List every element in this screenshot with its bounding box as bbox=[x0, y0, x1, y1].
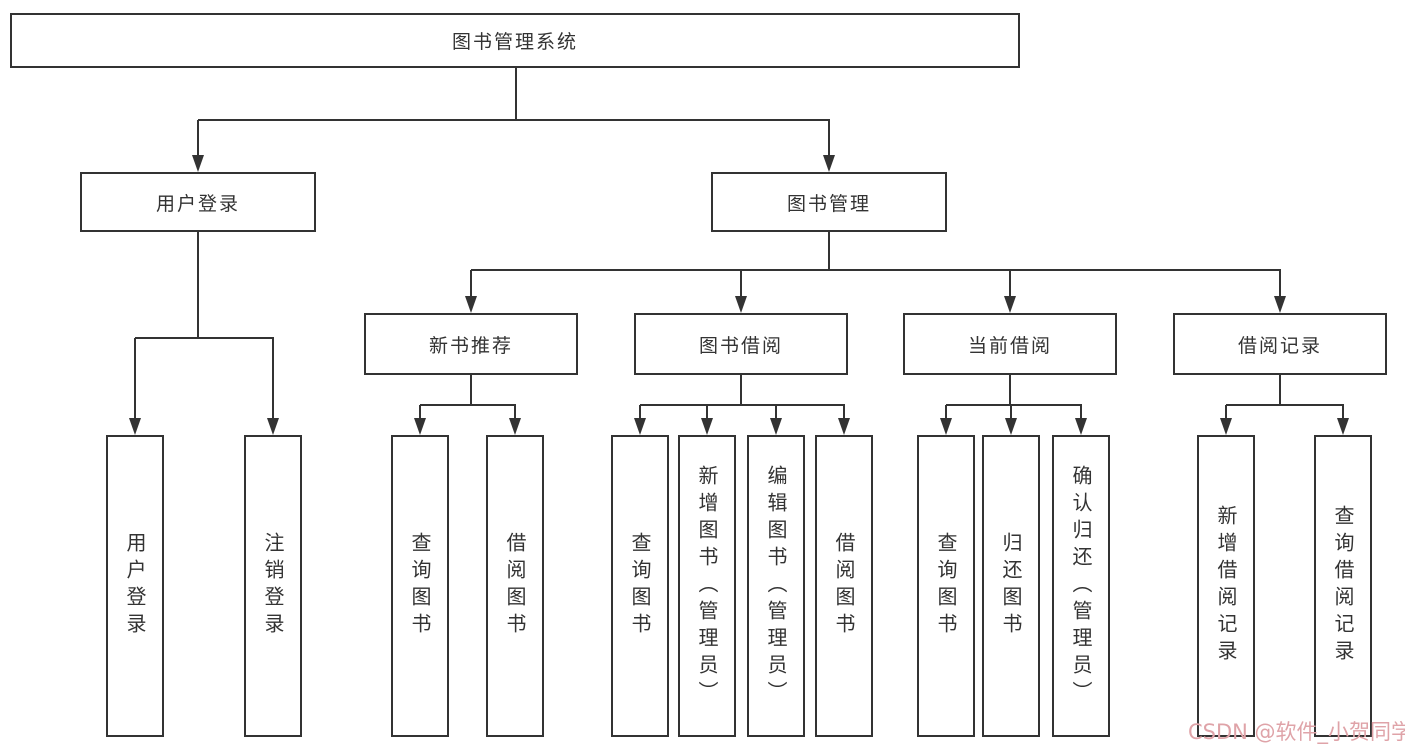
leaf-add-books-admin: 新增图书（管理员） bbox=[678, 435, 736, 737]
node-label: 用户登录 bbox=[155, 192, 240, 215]
leaf-borrow-books-borrowing: 借阅图书 bbox=[815, 435, 873, 737]
node-borrowing-records: 借阅记录 bbox=[1173, 313, 1387, 375]
node-new-book-recommendation: 新书推荐 bbox=[364, 313, 578, 375]
node-book-borrowing: 图书借阅 bbox=[634, 313, 848, 375]
node-label: 借阅图书 bbox=[503, 532, 527, 640]
node-label: 图书借阅 bbox=[698, 334, 783, 357]
leaf-query-books-recommend: 查询图书 bbox=[391, 435, 449, 737]
node-current-borrowing: 当前借阅 bbox=[903, 313, 1117, 375]
node-label: 归还图书 bbox=[999, 532, 1023, 640]
node-label: 编辑图书（管理员） bbox=[764, 464, 788, 708]
node-label: 注销登录 bbox=[261, 532, 285, 640]
csdn-watermark: CSDN @软件_小贺同学 bbox=[1188, 720, 1405, 744]
connector-paths bbox=[134, 68, 1344, 419]
node-label: 查询图书 bbox=[628, 532, 652, 640]
node-label: 查询图书 bbox=[934, 532, 958, 640]
leaf-edit-books-admin: 编辑图书（管理员） bbox=[747, 435, 805, 737]
node-label: 当前借阅 bbox=[967, 334, 1052, 357]
node-label: 新书推荐 bbox=[428, 334, 513, 357]
node-label: 查询借阅记录 bbox=[1331, 505, 1355, 667]
leaf-confirm-return-admin: 确认归还（管理员） bbox=[1052, 435, 1110, 737]
node-book-management: 图书管理 bbox=[711, 172, 947, 232]
node-label: 借阅图书 bbox=[832, 532, 856, 640]
node-label: 图书管理 bbox=[786, 192, 871, 215]
node-label: 新增借阅记录 bbox=[1214, 505, 1238, 667]
leaf-query-books-borrowing: 查询图书 bbox=[611, 435, 669, 737]
arrowheads bbox=[129, 155, 1349, 435]
leaf-return-books: 归还图书 bbox=[982, 435, 1040, 737]
node-label: 图书管理系统 bbox=[451, 31, 578, 53]
leaf-query-books-current: 查询图书 bbox=[917, 435, 975, 737]
node-library-management-system: 图书管理系统 bbox=[10, 13, 1020, 68]
leaf-query-borrow-record: 查询借阅记录 bbox=[1314, 435, 1372, 737]
node-label: 确认归还（管理员） bbox=[1069, 464, 1093, 708]
leaf-borrow-books-recommend: 借阅图书 bbox=[486, 435, 544, 737]
node-label: 借阅记录 bbox=[1237, 334, 1322, 357]
node-label: 新增图书（管理员） bbox=[695, 464, 719, 708]
node-label: 查询图书 bbox=[408, 532, 432, 640]
node-user-login: 用户登录 bbox=[80, 172, 316, 232]
leaf-add-borrow-record: 新增借阅记录 bbox=[1197, 435, 1255, 737]
leaf-logout: 注销登录 bbox=[244, 435, 302, 737]
node-label: 用户登录 bbox=[123, 532, 147, 640]
leaf-user-login: 用户登录 bbox=[106, 435, 164, 737]
